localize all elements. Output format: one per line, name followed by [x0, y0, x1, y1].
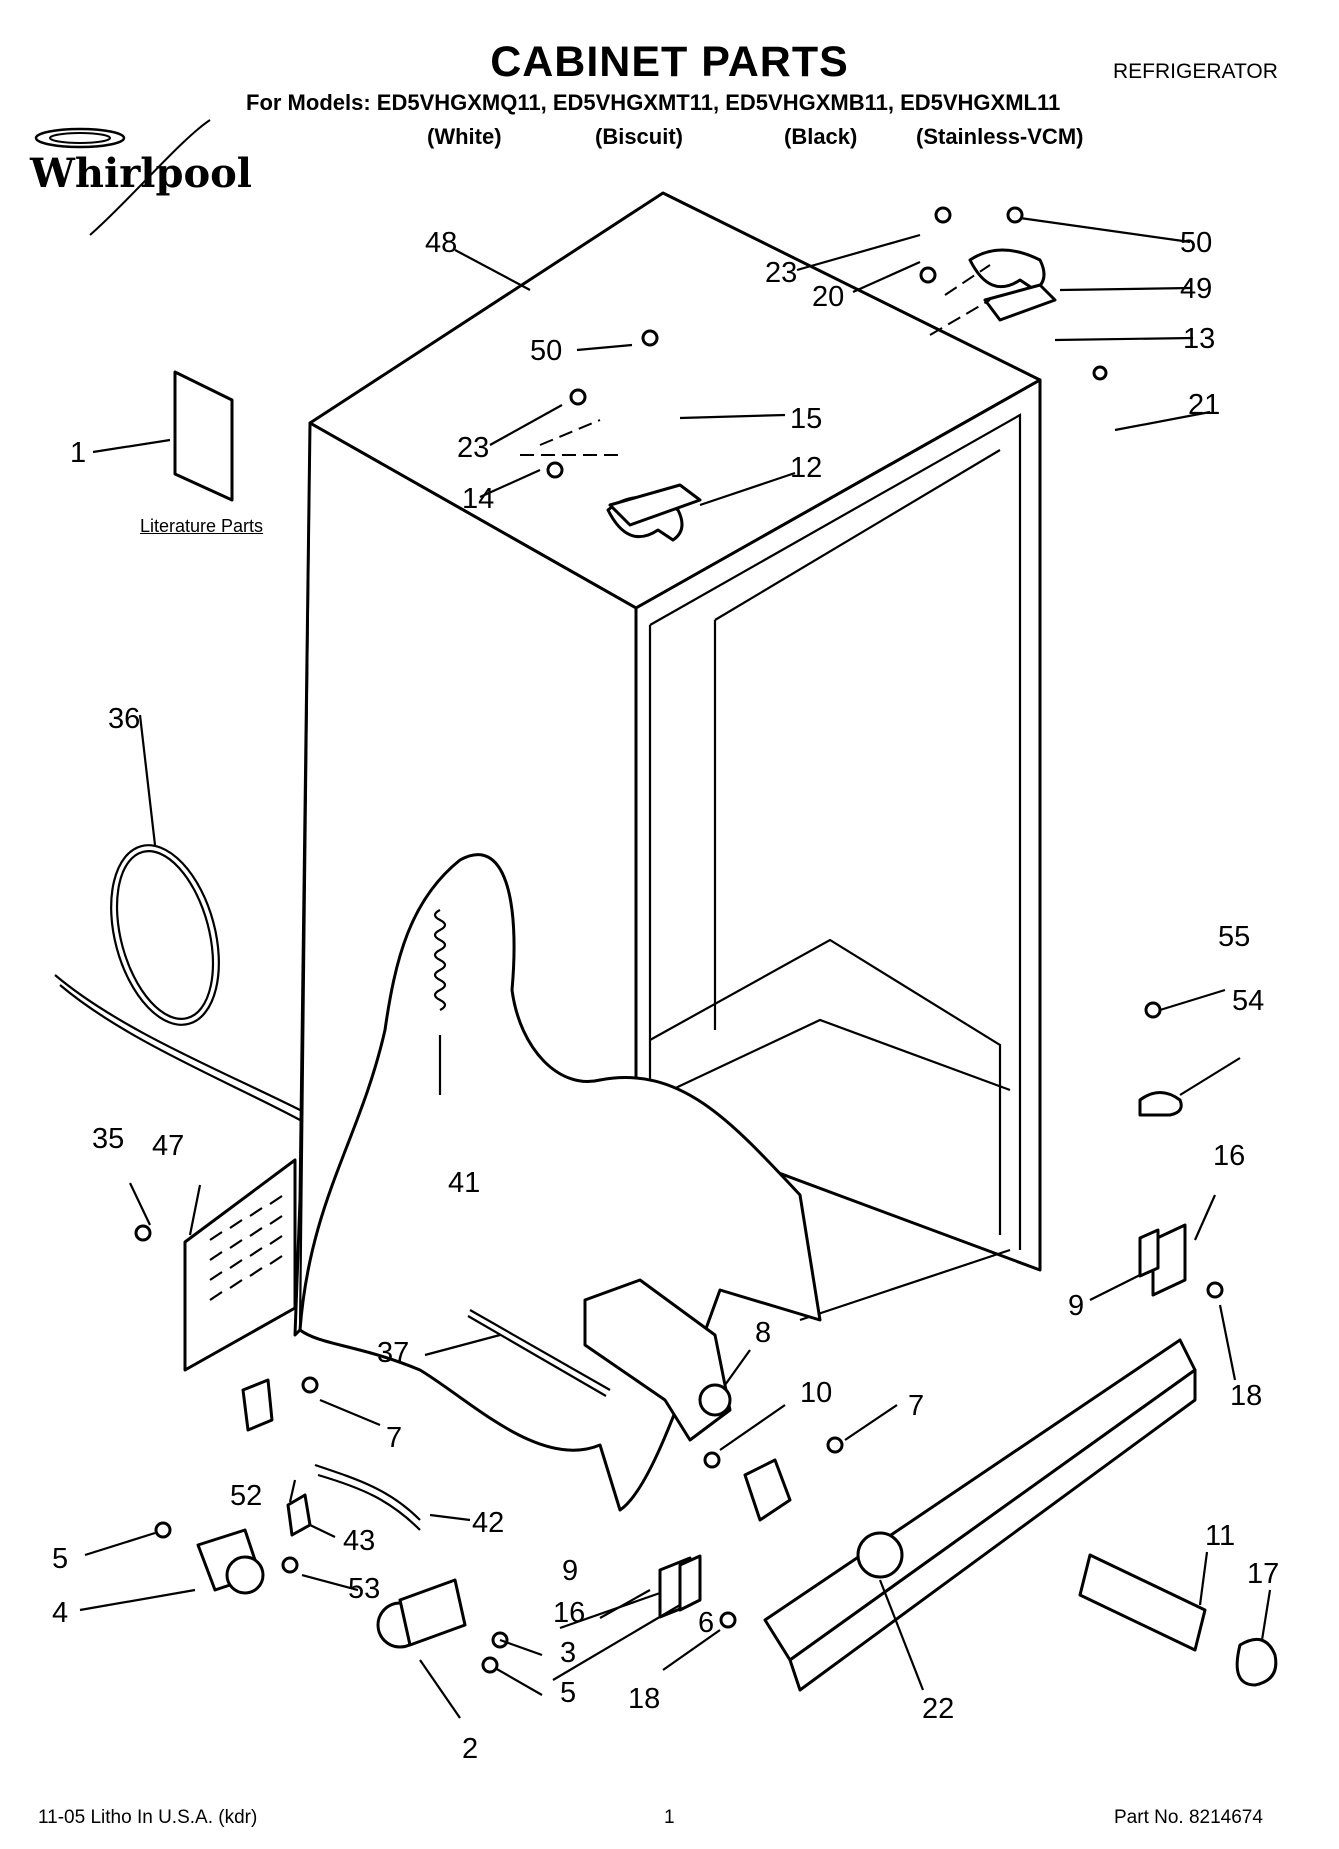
- footer-page-number: 1: [664, 1807, 675, 1828]
- callout-49: 49: [1180, 273, 1212, 305]
- callout-12: 12: [790, 452, 822, 484]
- callout-23-left: 23: [457, 432, 489, 464]
- callout-47: 47: [152, 1130, 184, 1162]
- footer-litho: 11-05 Litho In U.S.A. (kdr): [38, 1807, 258, 1828]
- callout-20: 20: [812, 281, 844, 313]
- callout-37: 37: [377, 1337, 409, 1369]
- upper-hinge-right: [968, 248, 1057, 322]
- callout-10: 10: [800, 1377, 832, 1409]
- air-duct: [583, 1278, 732, 1442]
- callout-7-left: 7: [386, 1422, 402, 1454]
- callout-16-right: 16: [1213, 1140, 1245, 1172]
- callout-3: 3: [560, 1637, 576, 1669]
- callout-11: 11: [1205, 1520, 1235, 1552]
- color-stainless: (Stainless-VCM): [916, 124, 1084, 149]
- callout-54: 54: [1232, 985, 1264, 1017]
- callout-6: 6: [698, 1607, 714, 1639]
- callout-18-bottom: 18: [628, 1683, 660, 1715]
- clip-6: [743, 1458, 792, 1522]
- callout-35: 35: [92, 1123, 124, 1155]
- whirlpool-logo: [20, 110, 260, 240]
- bracket-54: [1138, 1091, 1183, 1117]
- callout-41: 41: [448, 1167, 480, 1199]
- logo-swoosh-icon: [34, 119, 211, 236]
- hinge-bracket-16a: [1151, 1223, 1187, 1297]
- page-title: CABINET PARTS: [490, 38, 849, 86]
- color-white: (White): [427, 124, 502, 149]
- callout-22: 22: [922, 1693, 954, 1725]
- callout-numbers: 1 2 3 4 5 5 6 7 7 8 9 9 10 11 12 13 14 1…: [52, 227, 1279, 1765]
- water-tube-coil: [110, 844, 220, 1026]
- callout-55: 55: [1218, 921, 1250, 953]
- callout-42: 42: [472, 1507, 504, 1539]
- callout-4: 4: [52, 1597, 68, 1629]
- callout-36: 36: [108, 703, 140, 735]
- callout-48: 48: [425, 227, 457, 259]
- panel-vents: [209, 1195, 283, 1301]
- callout-23-right: 23: [765, 257, 797, 289]
- clip-52: [241, 1378, 274, 1432]
- appliance-type: REFRIGERATOR: [1113, 60, 1278, 83]
- footer-part-number: Part No. 8214674: [1114, 1807, 1263, 1828]
- upper-hinge-left: [606, 483, 702, 542]
- models-line: For Models: ED5VHGXMQ11, ED5VHGXMT11, ED…: [246, 90, 1061, 115]
- literature-parts-label: Literature Parts: [140, 516, 264, 536]
- callout-7-right: 7: [908, 1390, 924, 1422]
- callout-18-right: 18: [1230, 1380, 1262, 1412]
- shim-9a: [1138, 1228, 1160, 1278]
- color-biscuit: (Biscuit): [595, 124, 683, 149]
- front-roller: [196, 1528, 265, 1595]
- callout-5-left: 5: [52, 1543, 68, 1575]
- tube-42: [314, 1463, 421, 1531]
- callout-5-bottom: 5: [560, 1677, 576, 1709]
- leader-lines: [79, 216, 1272, 1719]
- callout-14: 14: [462, 483, 494, 515]
- callout-13: 13: [1183, 323, 1215, 355]
- logo-wordmark: Whirlpool: [30, 150, 252, 197]
- callout-43: 43: [343, 1525, 375, 1557]
- callout-17: 17: [1247, 1558, 1279, 1590]
- water-filter-cartridge: [1078, 1553, 1207, 1652]
- callout-9-right: 9: [1068, 1290, 1084, 1322]
- callout-2: 2: [462, 1733, 478, 1765]
- callout-15: 15: [790, 403, 822, 435]
- callout-53: 53: [348, 1573, 380, 1605]
- color-black: (Black): [784, 124, 858, 149]
- rear-roller: [376, 1578, 467, 1649]
- callout-50-right: 50: [1180, 227, 1212, 259]
- callout-9-bottom: 9: [562, 1555, 578, 1587]
- spring-tube: [433, 909, 447, 1011]
- literature-booklet: [173, 370, 234, 502]
- shim-9b: [678, 1554, 702, 1612]
- rear-access-panel: [183, 1158, 297, 1372]
- rod: [467, 1309, 611, 1397]
- callout-21: 21: [1188, 389, 1220, 421]
- callout-1: 1: [70, 437, 86, 469]
- callout-16-bottom: 16: [553, 1597, 585, 1629]
- filter-cap: [1235, 1637, 1278, 1687]
- callout-50-left: 50: [530, 335, 562, 367]
- callout-52: 52: [230, 1480, 262, 1512]
- screws: [134, 206, 1224, 1674]
- callout-8: 8: [755, 1317, 771, 1349]
